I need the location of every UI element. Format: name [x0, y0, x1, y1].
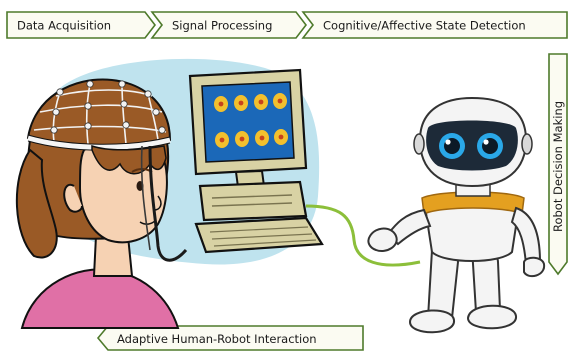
eeg-headband: [27, 135, 171, 151]
robot-hand-right: [523, 256, 546, 278]
robot-foot-right: [466, 304, 517, 330]
robot-figure: [367, 96, 546, 334]
flow-label-adaptive-interaction: Adaptive Human-Robot Interaction: [117, 332, 317, 346]
robot-arm-left: [386, 208, 432, 246]
brain-map-centers: [218, 98, 284, 143]
girl-ponytail: [15, 148, 58, 259]
flow-arrows: Data Acquisition Signal Processing Cogni…: [6, 11, 568, 351]
eeg-computer: [188, 68, 421, 267]
flow-box-data-acquisition: [6, 11, 157, 39]
flow-label-state-detection: Cognitive/Affective State Detection: [323, 19, 526, 33]
girl-figure: [15, 78, 188, 329]
robot-ear-right: [521, 133, 533, 155]
robot-eyes: [439, 133, 503, 159]
robot-hand-left: [367, 227, 398, 252]
flow-label-robot-decision: Robot Decision Making: [551, 101, 565, 232]
eeg-cable: [148, 145, 188, 262]
keyboard: [194, 216, 324, 254]
eeg-cable-2: [140, 145, 151, 251]
computer-base: [198, 180, 308, 222]
flow-label-data-acquisition: Data Acquisition: [17, 19, 111, 33]
illustration: [15, 58, 546, 334]
flow-box-state-detection: [301, 11, 568, 39]
keyboard-keys: [209, 226, 317, 247]
computer-vents: [211, 194, 293, 207]
robot-ear-left: [413, 133, 425, 155]
robot-link-cable: [305, 204, 421, 267]
robot-arm-right: [510, 206, 542, 266]
girl-shirt: [20, 268, 180, 329]
flow-box-signal-processing: [150, 11, 308, 39]
flow-label-signal-processing: Signal Processing: [172, 19, 272, 33]
flow-box-robot-decision: [548, 53, 568, 276]
robot-foot-left: [408, 309, 455, 334]
girl-ear: [63, 183, 83, 213]
eeg-electrodes: [50, 80, 166, 134]
